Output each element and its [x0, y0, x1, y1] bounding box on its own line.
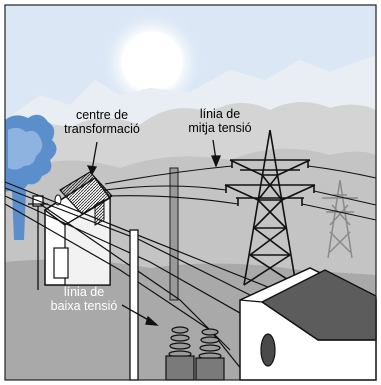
smoke-trail [12, 190, 26, 240]
label-transformer-station-line1: centre de [75, 108, 129, 122]
label-low-voltage-line1: línia de [63, 285, 105, 299]
label-low-voltage-line2: baixa tensió [50, 299, 118, 313]
main-pylon [224, 129, 316, 286]
chimney [169, 167, 179, 301]
label-transformer-station-line2: transformació [64, 122, 140, 136]
house-window [260, 333, 276, 367]
smoke-plume-light [8, 127, 43, 170]
label-transformer-station: centre de transformació [62, 108, 142, 136]
label-medium-voltage-line1: línia de [199, 107, 241, 121]
frame [4, 4, 377, 381]
sun-core [122, 32, 182, 92]
pointer-arrows [86, 139, 221, 326]
label-medium-voltage-line: línia de mitja tensió [180, 107, 260, 135]
distant-pylon [322, 179, 358, 259]
medium-voltage-wires [104, 165, 377, 221]
low-voltage-pole [129, 229, 139, 381]
label-medium-voltage-line2: mitja tensió [188, 121, 252, 135]
label-low-voltage-line: línia de baixa tensió [44, 285, 124, 313]
insulators [165, 326, 225, 381]
station-door [53, 247, 69, 279]
transformer-station [43, 171, 113, 286]
